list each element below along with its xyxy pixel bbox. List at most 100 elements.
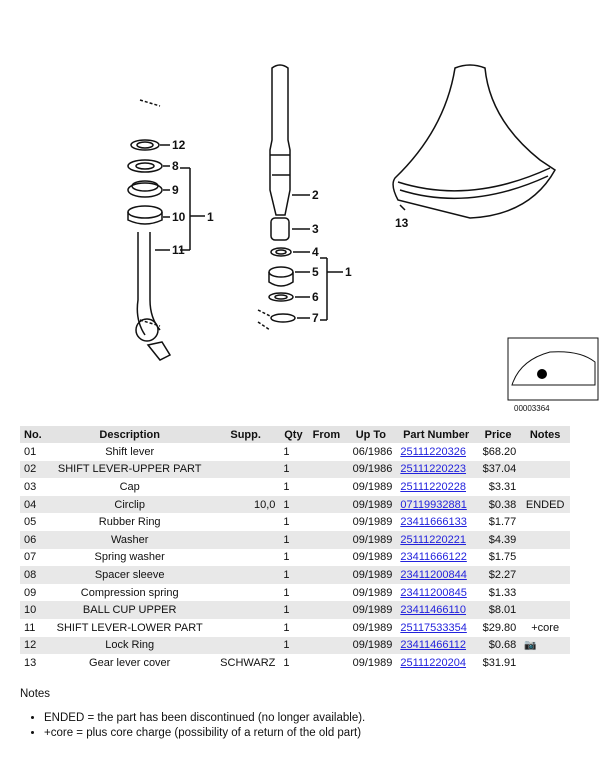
label-10: 10 xyxy=(172,210,186,224)
cell-price: $0.68 xyxy=(475,636,521,655)
cell-up-to: 09/1986 xyxy=(345,460,397,479)
part-number-link[interactable]: 25117533354 xyxy=(400,621,467,634)
column-header: From xyxy=(307,426,346,443)
cell-notes xyxy=(520,530,570,549)
cell-qty: 1 xyxy=(283,480,290,493)
cell-description: Spring washer xyxy=(94,551,165,564)
cell-from xyxy=(307,478,345,496)
label-7: 7 xyxy=(312,311,319,325)
part-number-link[interactable]: 23411466110 xyxy=(400,604,467,617)
column-header: Up To xyxy=(345,426,397,443)
part-number-link[interactable]: 25111220228 xyxy=(400,480,467,493)
cell-description: Shift lever xyxy=(105,445,155,458)
part-number-link[interactable]: 23411666122 xyxy=(400,551,467,564)
cell-part-number: 23411466110 xyxy=(396,601,476,619)
cell-qty: 1 xyxy=(279,460,308,479)
cell-qty: 1 xyxy=(279,636,308,655)
label-3: 3 xyxy=(312,222,319,236)
cell-supp xyxy=(211,601,280,619)
part-number-link[interactable]: 25111220204 xyxy=(400,656,467,669)
cell-qty: 1 xyxy=(283,586,290,599)
cell-from xyxy=(307,584,345,602)
cell-supp xyxy=(212,619,279,637)
cell-part-number: 25111220326 xyxy=(396,443,476,461)
column-header: Description xyxy=(47,426,212,443)
cell-notes xyxy=(520,513,570,531)
cell-from xyxy=(307,460,346,479)
part-number-link[interactable]: 23411200845 xyxy=(400,586,467,599)
cell-price: $37.04 xyxy=(475,460,521,479)
note-core: +core = plus core charge (possibility of… xyxy=(44,727,365,739)
cell-no: 12 xyxy=(20,636,48,655)
cell-up-to: 09/1989 xyxy=(345,530,397,549)
cell-from xyxy=(307,495,346,514)
cell-description: Washer xyxy=(47,530,212,549)
cell-notes xyxy=(520,584,570,602)
cell-up-to: 09/1989 xyxy=(352,621,393,634)
cell-price: $1.33 xyxy=(488,586,517,599)
cell-no: 05 xyxy=(24,516,37,529)
label-11: 11 xyxy=(172,243,185,257)
column-header: Part Number xyxy=(396,426,476,443)
part-number-link[interactable]: 25111220221 xyxy=(400,533,467,546)
cell-up-to: 06/1986 xyxy=(352,445,393,458)
part-number-link[interactable]: 23411200844 xyxy=(400,568,467,581)
cell-supp xyxy=(212,549,279,567)
cell-qty: 1 xyxy=(283,621,290,634)
cell-from xyxy=(307,566,346,584)
cell-price: $1.75 xyxy=(488,551,517,564)
part-number-link[interactable]: 23411466112 xyxy=(400,639,467,652)
column-header: Supp. xyxy=(211,426,280,443)
cell-from xyxy=(307,443,345,461)
cell-price: $68.20 xyxy=(482,445,517,458)
label-1: 1 xyxy=(207,210,214,224)
notes-section: Notes ENDED = the part has been disconti… xyxy=(20,688,365,742)
cell-price: $29.80 xyxy=(482,621,517,634)
cell-qty: 1 xyxy=(279,566,308,584)
cell-no: 01 xyxy=(24,445,37,458)
cell-description: Lock Ring xyxy=(47,636,212,655)
part-number-link[interactable]: 25111220223 xyxy=(400,463,467,476)
cell-up-to: 09/1989 xyxy=(352,551,393,564)
image-code: 00003364 xyxy=(514,404,550,413)
cell-qty: 1 xyxy=(279,530,308,549)
cell-supp xyxy=(212,443,279,461)
cell-description: SHIFT LEVER-UPPER PART xyxy=(47,460,212,479)
cell-qty: 1 xyxy=(279,601,308,619)
cell-price: $8.01 xyxy=(475,601,521,619)
cell-no: 10 xyxy=(20,601,48,619)
cell-notes xyxy=(520,549,570,567)
cell-supp xyxy=(211,460,280,479)
cell-no: 13 xyxy=(24,656,37,669)
cell-no: 06 xyxy=(20,530,48,549)
cell-supp xyxy=(211,636,280,655)
camera-icon[interactable]: 📷 xyxy=(524,640,537,652)
part-number-link[interactable]: 07119932881 xyxy=(400,498,467,511)
cell-qty: 1 xyxy=(283,516,290,529)
cell-description: Spacer sleeve xyxy=(47,566,212,584)
cell-from xyxy=(307,549,345,567)
cell-part-number: 07119932881 xyxy=(396,495,476,514)
label-5: 5 xyxy=(312,265,319,279)
cell-description: SHIFT LEVER-LOWER PART xyxy=(56,621,203,634)
cell-supp xyxy=(212,513,279,531)
cell-part-number: 25117533354 xyxy=(396,619,476,637)
part-number-link[interactable]: 25111220326 xyxy=(400,445,467,458)
part-number-link[interactable]: 23411666133 xyxy=(400,516,467,529)
column-header: Qty xyxy=(279,426,308,443)
cell-supp: 10,0 xyxy=(211,495,280,514)
cell-price: $4.39 xyxy=(475,530,521,549)
label-2: 2 xyxy=(312,188,319,202)
cell-part-number: 23411466112 xyxy=(396,636,476,655)
cell-description: Rubber Ring xyxy=(98,516,161,529)
cell-supp: SCHWARZ xyxy=(220,656,276,669)
cell-qty: 1 xyxy=(283,656,290,669)
